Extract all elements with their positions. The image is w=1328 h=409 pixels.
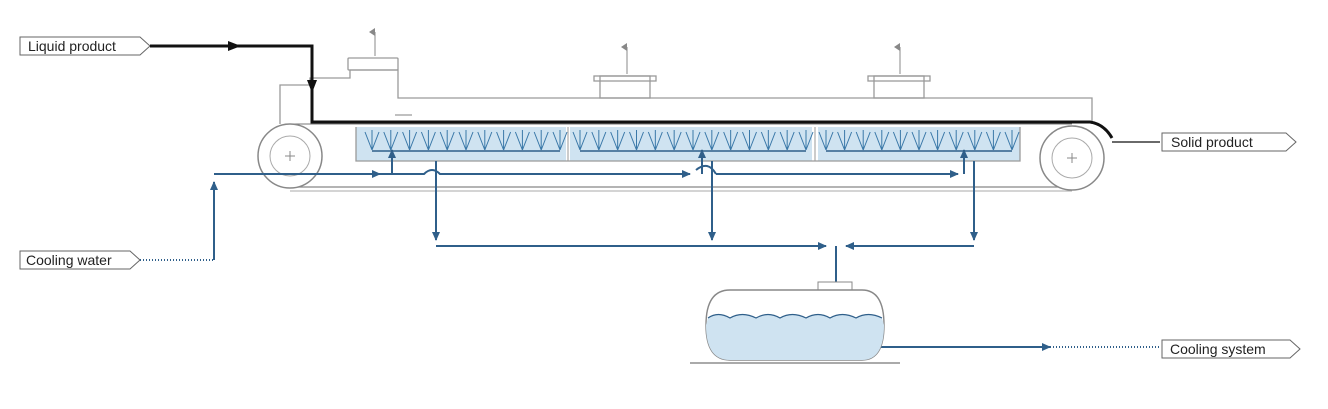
solid-product-tag: Solid product — [1161, 132, 1297, 152]
spray-nozzle — [591, 130, 607, 151]
spray-nozzle — [967, 130, 983, 151]
spray-nozzle — [760, 130, 776, 151]
spray-nozzle — [930, 130, 946, 151]
spray-nozzle — [723, 130, 739, 151]
spray-nozzle — [704, 130, 720, 151]
pulley-icon — [257, 123, 1105, 191]
spray-nozzle — [798, 130, 814, 151]
spray-nozzle — [818, 130, 834, 151]
spray-nozzles — [364, 130, 1020, 152]
spray-nozzle — [514, 130, 530, 151]
spray-nozzle — [948, 130, 964, 151]
spray-nozzle — [911, 130, 927, 151]
spray-nozzle — [874, 130, 890, 151]
spray-nozzle — [364, 130, 380, 151]
spray-nozzle — [1004, 130, 1020, 151]
cooling-water-label: Cooling water — [26, 252, 112, 268]
cooling-system-tag: Cooling system — [1161, 339, 1301, 359]
vent-arrow-icon — [369, 28, 901, 74]
spray-nozzle — [496, 130, 512, 151]
liquid-product-label: Liquid product — [28, 38, 116, 54]
conveyor-belt — [290, 123, 1072, 192]
spray-nozzle — [610, 130, 626, 151]
product-line — [150, 41, 1160, 143]
spray-nozzle — [742, 130, 757, 151]
cooling-water-tank — [690, 281, 900, 364]
cooling-water-piping — [140, 149, 1160, 351]
spray-nozzle — [533, 130, 549, 151]
spray-nozzle — [855, 130, 871, 151]
cooler-housing — [279, 57, 1093, 124]
spray-nozzle — [629, 130, 644, 151]
liquid-product-tag: Liquid product — [19, 36, 151, 56]
spray-nozzle — [383, 130, 399, 151]
cooling-spray-bath — [355, 127, 1021, 162]
cooling-water-tag: Cooling water — [19, 250, 141, 270]
spray-nozzle — [402, 130, 418, 151]
spray-nozzle — [420, 130, 436, 151]
spray-nozzle — [572, 130, 588, 151]
spray-nozzle — [439, 130, 455, 151]
spray-nozzle — [647, 130, 663, 151]
spray-nozzle — [458, 130, 474, 151]
spray-nozzle — [685, 130, 701, 151]
spray-nozzle — [985, 130, 1001, 151]
spray-nozzle — [779, 130, 795, 151]
spray-nozzle — [892, 130, 908, 151]
spray-nozzle — [477, 130, 493, 151]
spray-nozzle — [666, 130, 682, 151]
spray-nozzle — [837, 130, 853, 151]
solid-product-label: Solid product — [1171, 134, 1253, 150]
spray-nozzle — [552, 130, 568, 151]
cooling-system-label: Cooling system — [1170, 341, 1266, 357]
